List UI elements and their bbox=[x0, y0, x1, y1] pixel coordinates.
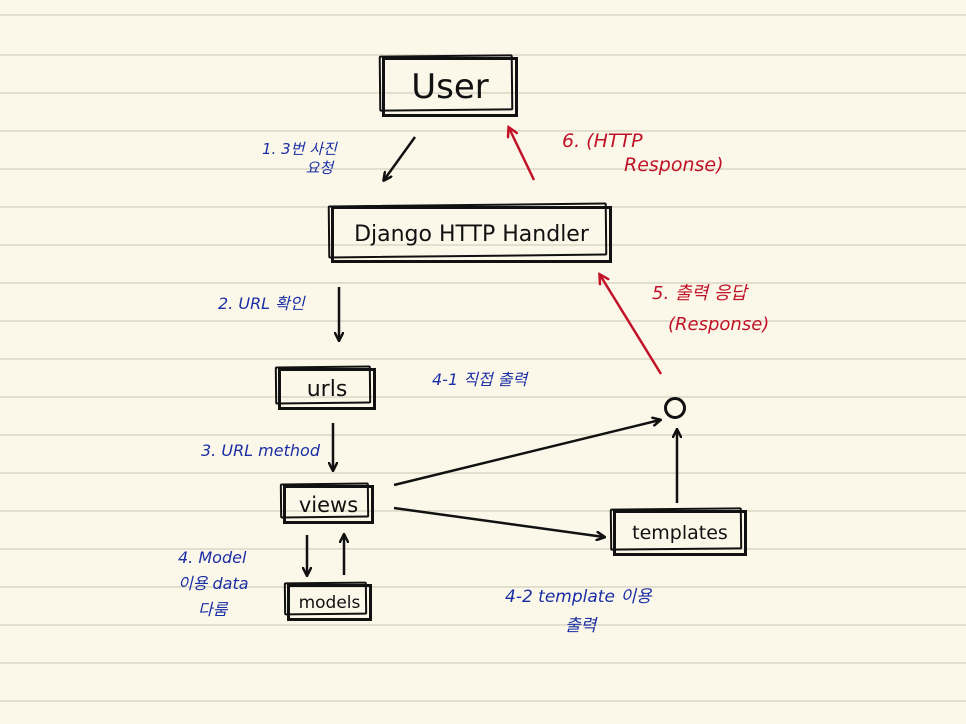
node-models-label: models bbox=[298, 592, 361, 613]
arrow-handler-to-user bbox=[509, 128, 536, 181]
node-user-label: User bbox=[411, 67, 489, 107]
arrow-views-to-output bbox=[393, 420, 660, 487]
label-step-1: 1. 3번 사진 요청 bbox=[262, 140, 337, 178]
label-step-5: 5. 출력 응답 (Response) bbox=[652, 283, 769, 336]
node-views: views bbox=[283, 485, 374, 524]
label-step-6-line2: Response) bbox=[624, 153, 724, 176]
node-templates-label: templates bbox=[632, 522, 728, 544]
node-user: User bbox=[382, 57, 518, 117]
arrow-output-to-handler bbox=[600, 275, 663, 375]
label-step-1-line2: 요청 bbox=[305, 158, 334, 177]
label-step-4-line2: 이용 data bbox=[178, 574, 249, 593]
node-templates: templates bbox=[613, 510, 747, 556]
node-models: models bbox=[287, 584, 372, 621]
label-step-4-line1: 4. Model bbox=[178, 548, 247, 567]
label-step-6: 6. (HTTP Response) bbox=[562, 130, 724, 178]
label-step-5-line2: (Response) bbox=[668, 313, 770, 335]
arrow-views-to-templates bbox=[393, 506, 604, 537]
label-step-4-1: 4-1 직접 출력 bbox=[432, 370, 528, 389]
label-step-5-line1: 5. 출력 응답 bbox=[652, 283, 747, 304]
node-urls-label: urls bbox=[306, 376, 348, 402]
label-step-4-2-line2: 출력 bbox=[565, 616, 597, 637]
node-django-http-handler: Django HTTP Handler bbox=[331, 206, 612, 263]
output-node-circle bbox=[664, 397, 686, 419]
node-handler-label: Django HTTP Handler bbox=[354, 222, 589, 247]
node-views-label: views bbox=[298, 492, 359, 517]
label-step-4-2-line1: 4-2 template 이용 bbox=[505, 587, 652, 607]
label-step-4-line3: 다룸 bbox=[198, 600, 228, 619]
node-urls: urls bbox=[278, 368, 376, 410]
label-step-2: 2. URL 확인 bbox=[218, 294, 305, 313]
label-step-3: 3. URL method bbox=[201, 441, 320, 460]
label-step-4-2: 4-2 template 이용 출력 bbox=[505, 587, 652, 638]
arrow-user-to-handler bbox=[384, 136, 417, 180]
label-step-6-line1: 6. (HTTP bbox=[562, 130, 643, 152]
label-step-1-line1: 1. 3번 사진 bbox=[262, 140, 337, 158]
label-step-4: 4. Model 이용 data 다룸 bbox=[178, 548, 249, 620]
